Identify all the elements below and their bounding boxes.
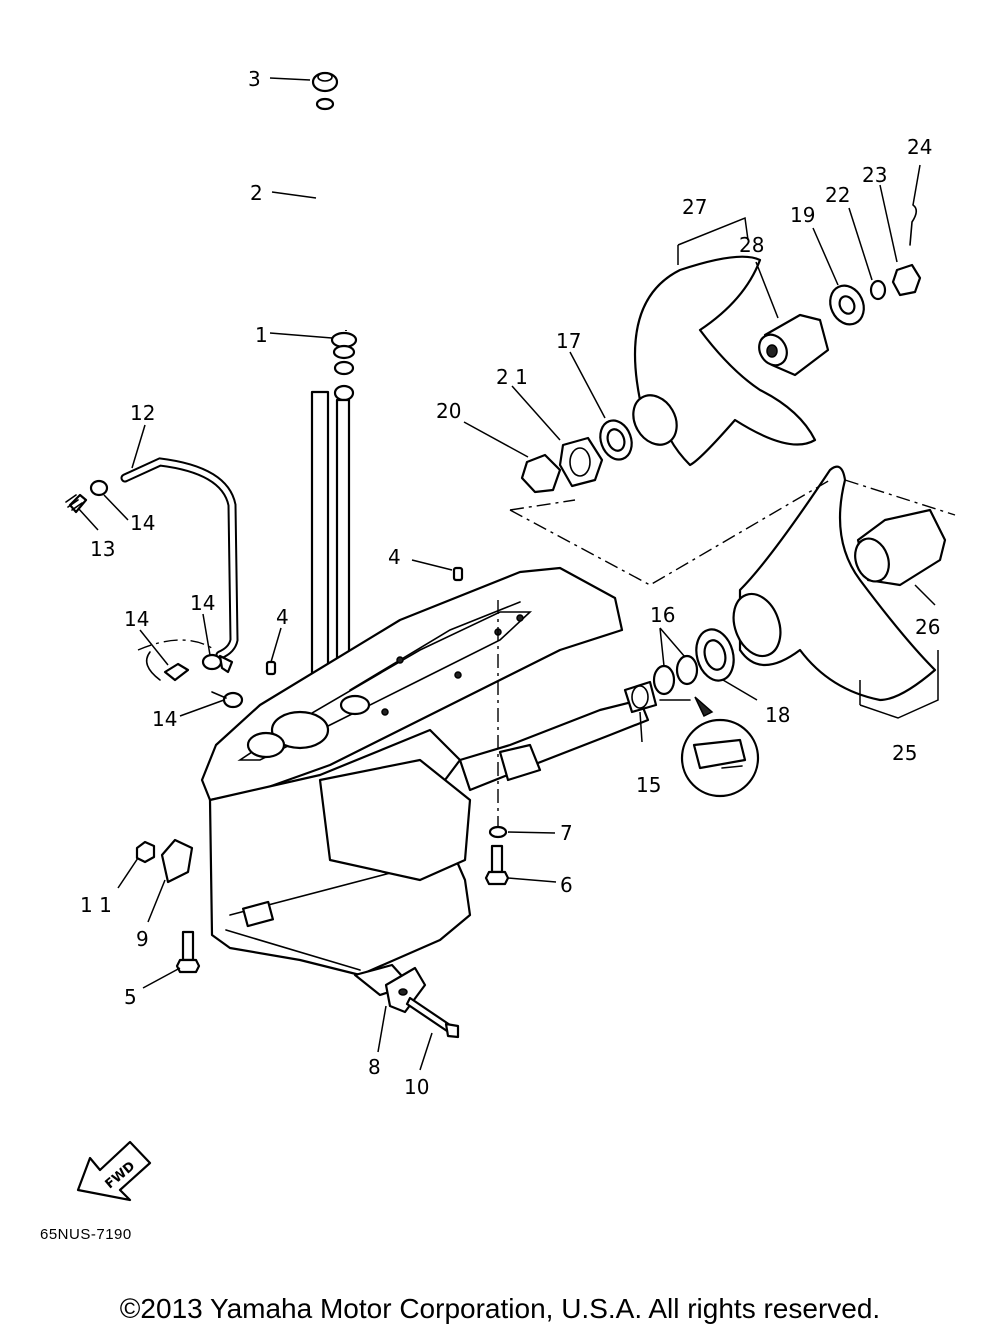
washer-part-22[interactable] <box>869 279 887 301</box>
callout-14c: 14 <box>190 591 215 615</box>
oil-seal-housing-part-18[interactable] <box>691 625 739 685</box>
leader-lines <box>77 77 936 1071</box>
propeller-lower-part-25[interactable] <box>725 465 937 702</box>
hose-part-12[interactable] <box>120 457 239 660</box>
callout-27: 27 <box>682 195 707 219</box>
cotter-pin-part-24[interactable] <box>909 204 918 246</box>
callout-2: 2 <box>250 181 263 205</box>
water-tube-part-2[interactable] <box>315 97 349 332</box>
callout-20: 20 <box>436 399 461 423</box>
propeller-upper-part-27[interactable] <box>625 255 817 467</box>
nut-part-11[interactable] <box>135 840 156 864</box>
dowel-pin-part-4b[interactable] <box>265 660 277 676</box>
nut-part-23[interactable] <box>891 263 922 297</box>
callout-1: 1 <box>255 323 268 347</box>
callout-11: 1 1 <box>80 893 112 917</box>
washer-part-17[interactable] <box>595 416 637 464</box>
callout-5: 5 <box>124 985 137 1009</box>
bolt-part-5[interactable] <box>175 930 201 974</box>
callout-24: 24 <box>907 135 932 159</box>
clamp-part-14c[interactable] <box>201 653 234 674</box>
seal-part-16[interactable] <box>652 654 699 696</box>
callout-9: 9 <box>136 927 149 951</box>
callout-7: 7 <box>560 821 573 845</box>
grommet-part-3[interactable] <box>311 71 339 93</box>
copyright-notice: ©2013 Yamaha Motor Corporation, U.S.A. A… <box>119 1293 881 1324</box>
callout-3: 3 <box>248 67 261 91</box>
callout-23: 23 <box>862 163 887 187</box>
spacer-part-21[interactable] <box>558 436 604 488</box>
bolt-part-6[interactable] <box>484 844 510 886</box>
callout-4b: 4 <box>276 605 289 629</box>
callout-6: 6 <box>560 873 573 897</box>
anode-part-8[interactable] <box>384 966 427 1014</box>
thrust-hub-part-28[interactable] <box>754 313 830 377</box>
seal-part-1[interactable] <box>330 331 358 402</box>
callout-14a: 14 <box>130 511 155 535</box>
lower-case-housing[interactable] <box>200 390 650 997</box>
grease-detail-inset <box>659 696 760 798</box>
bolt-part-10[interactable] <box>405 996 460 1039</box>
callout-26: 26 <box>915 615 940 639</box>
fwd-arrow-icon: FWD <box>76 1140 152 1202</box>
callout-12: 12 <box>130 401 155 425</box>
callout-21: 2 1 <box>496 365 528 389</box>
trim-tab-part-9[interactable] <box>160 838 194 884</box>
clamp-part-14b[interactable] <box>145 651 190 682</box>
bearing-part-15[interactable] <box>623 680 658 714</box>
clamp-part-14a[interactable] <box>89 479 109 497</box>
callout-14b: 14 <box>124 607 149 631</box>
callout-17: 17 <box>556 329 581 353</box>
thrust-hub-part-26[interactable] <box>849 508 947 587</box>
washer-part-7[interactable] <box>488 825 508 839</box>
callout-8: 8 <box>368 1055 381 1079</box>
clamp-part-14d[interactable] <box>211 691 244 709</box>
callout-10: 10 <box>404 1075 429 1099</box>
fitting-part-13[interactable] <box>65 493 88 514</box>
callout-15: 15 <box>636 773 661 797</box>
callout-18: 18 <box>765 703 790 727</box>
callout-19: 19 <box>790 203 815 227</box>
callout-28: 28 <box>739 233 764 257</box>
callout-25: 25 <box>892 741 917 765</box>
callout-4a: 4 <box>388 545 401 569</box>
callout-22: 22 <box>825 183 850 207</box>
callout-14d: 14 <box>152 707 177 731</box>
tab-washer-part-20[interactable] <box>520 453 562 494</box>
callout-16: 16 <box>650 603 675 627</box>
drawing-code: 65NUS-7190 <box>40 1226 132 1243</box>
dowel-pin-part-4a[interactable] <box>452 566 464 582</box>
callout-13: 13 <box>90 537 115 561</box>
spacer-part-19[interactable] <box>824 280 870 330</box>
